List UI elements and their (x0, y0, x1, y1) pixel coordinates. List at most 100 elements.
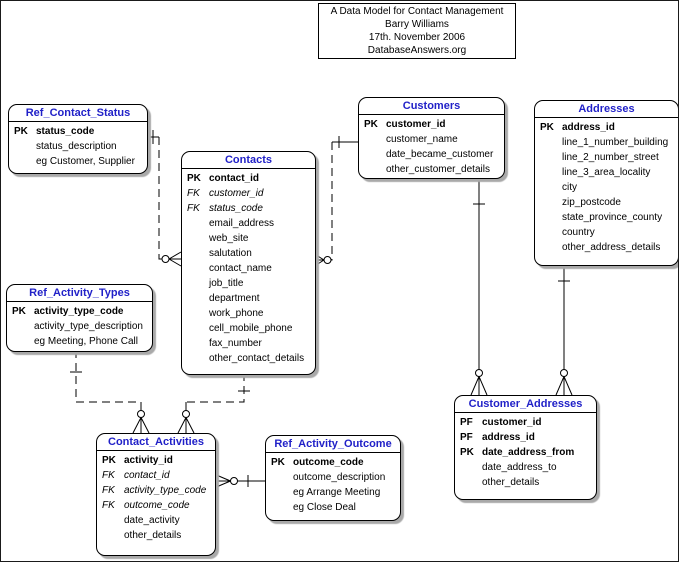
relationship-ref-activity-outcome-contact-activities (213, 473, 265, 489)
key-label (271, 500, 293, 515)
entity-rows: PK contact_id FK customer_id FK status_c… (182, 169, 315, 368)
attribute-row: fax_number (187, 336, 312, 351)
entity-customer-addresses: Customer_Addresses PF customer_id PF add… (454, 395, 597, 500)
key-label (102, 528, 124, 543)
attribute-name: work_phone (209, 308, 264, 319)
attribute-row: other_contact_details (187, 351, 312, 366)
key-label (187, 351, 209, 366)
diagram-title: A Data Model for Contact Management (330, 6, 504, 17)
entity-ref-contact-status: Ref_Contact_Status PK status_code status… (8, 104, 148, 174)
attribute-name: department (209, 293, 260, 304)
attribute-name: web_site (209, 233, 249, 244)
attribute-row: other_address_details (540, 240, 675, 255)
attribute-row: PK outcome_code (271, 455, 397, 470)
attribute-row: PK activity_type_code (12, 304, 149, 319)
key-label: PK (271, 457, 285, 468)
attribute-row: country (540, 225, 675, 240)
attribute-name: line_3_area_locality (562, 167, 651, 178)
attribute-row: other_details (102, 528, 212, 543)
entity-title: Customer_Addresses (455, 396, 596, 413)
attribute-name: city (562, 182, 577, 193)
attribute-row: FK activity_type_code (102, 483, 212, 498)
attribute-row: state_province_county (540, 210, 675, 225)
attribute-row: FK outcome_code (102, 498, 212, 513)
key-label: FK (102, 485, 115, 496)
attribute-row: PK contact_id (187, 171, 312, 186)
key-label (271, 485, 293, 500)
attribute-row: work_phone (187, 306, 312, 321)
attribute-row: city (540, 180, 675, 195)
attribute-row: outcome_description (271, 470, 397, 485)
key-label (187, 231, 209, 246)
attribute-name: line_1_number_building (562, 137, 669, 148)
attribute-name: cell_mobile_phone (209, 323, 293, 334)
entity-contact-activities: Contact_Activities PK activity_id FK con… (96, 433, 216, 556)
entity-ref-activity-types: Ref_Activity_Types PK activity_type_code… (6, 284, 153, 352)
attribute-name: address_id (482, 432, 535, 443)
attribute-name: state_province_county (562, 212, 663, 223)
entity-customers: Customers PK customer_id customer_name d… (358, 97, 505, 179)
key-label (460, 475, 482, 490)
entity-title: Addresses (535, 101, 678, 118)
relationship-ref-activity-types-contact-activities (70, 350, 150, 434)
attribute-name: outcome_code (293, 457, 364, 468)
attribute-row: date_address_to (460, 460, 593, 475)
key-label (187, 246, 209, 261)
attribute-row: other_details (460, 475, 593, 490)
attribute-row: eg Meeting, Phone Call (12, 334, 149, 349)
key-label (364, 132, 386, 147)
attribute-name: status_code (209, 203, 263, 214)
attribute-name: zip_postcode (562, 197, 621, 208)
attribute-row: salutation (187, 246, 312, 261)
attribute-name: customer_id (209, 188, 264, 199)
key-label (540, 135, 562, 150)
entity-contacts: Contacts PK contact_id FK customer_id FK… (181, 151, 316, 375)
attribute-name: activity_type_description (34, 321, 143, 332)
key-label: PK (460, 447, 474, 458)
key-label (12, 334, 34, 349)
attribute-row: date_activity (102, 513, 212, 528)
entity-rows: PK customer_id customer_name date_became… (359, 115, 504, 178)
attribute-row: web_site (187, 231, 312, 246)
attribute-name: other_details (482, 477, 540, 488)
key-label (14, 154, 36, 169)
attribute-row: FK status_code (187, 201, 312, 216)
attribute-row: job_title (187, 276, 312, 291)
attribute-name: country (562, 227, 595, 238)
attribute-row: cell_mobile_phone (187, 321, 312, 336)
attribute-row: PK activity_id (102, 453, 212, 468)
attribute-name: activity_id (124, 455, 173, 466)
key-label: PF (460, 432, 473, 443)
attribute-row: eg Arrange Meeting (271, 485, 397, 500)
key-label (540, 210, 562, 225)
attribute-name: outcome_code (124, 500, 190, 511)
attribute-name: date_address_to (482, 462, 557, 473)
attribute-name: status_code (36, 126, 95, 137)
relationship-customers-contacts (312, 136, 358, 268)
attribute-name: other_address_details (562, 242, 661, 253)
attribute-name: contact_id (124, 470, 170, 481)
entity-rows: PK outcome_code outcome_description eg A… (266, 453, 400, 517)
key-label: FK (187, 203, 200, 214)
entity-rows: PK address_id line_1_number_building lin… (535, 118, 678, 257)
attribute-name: status_description (36, 141, 117, 152)
key-label (364, 162, 386, 177)
key-label: PK (12, 306, 26, 317)
attribute-name: date_became_customer (386, 149, 494, 160)
key-label (540, 240, 562, 255)
attribute-name: customer_name (386, 134, 458, 145)
attribute-name: salutation (209, 248, 252, 259)
key-label: PK (14, 126, 28, 137)
attribute-name: activity_type_code (34, 306, 124, 317)
attribute-row: email_address (187, 216, 312, 231)
entity-title: Ref_Contact_Status (9, 105, 147, 122)
attribute-name: email_address (209, 218, 275, 229)
entity-rows: PK activity_type_code activity_type_desc… (7, 302, 152, 351)
attribute-row: other_customer_details (364, 162, 501, 177)
attribute-name: customer_id (482, 417, 542, 428)
key-label (102, 513, 124, 528)
entity-rows: PF customer_id PF address_id PK date_add… (455, 413, 596, 492)
key-label (187, 306, 209, 321)
key-label (14, 139, 36, 154)
